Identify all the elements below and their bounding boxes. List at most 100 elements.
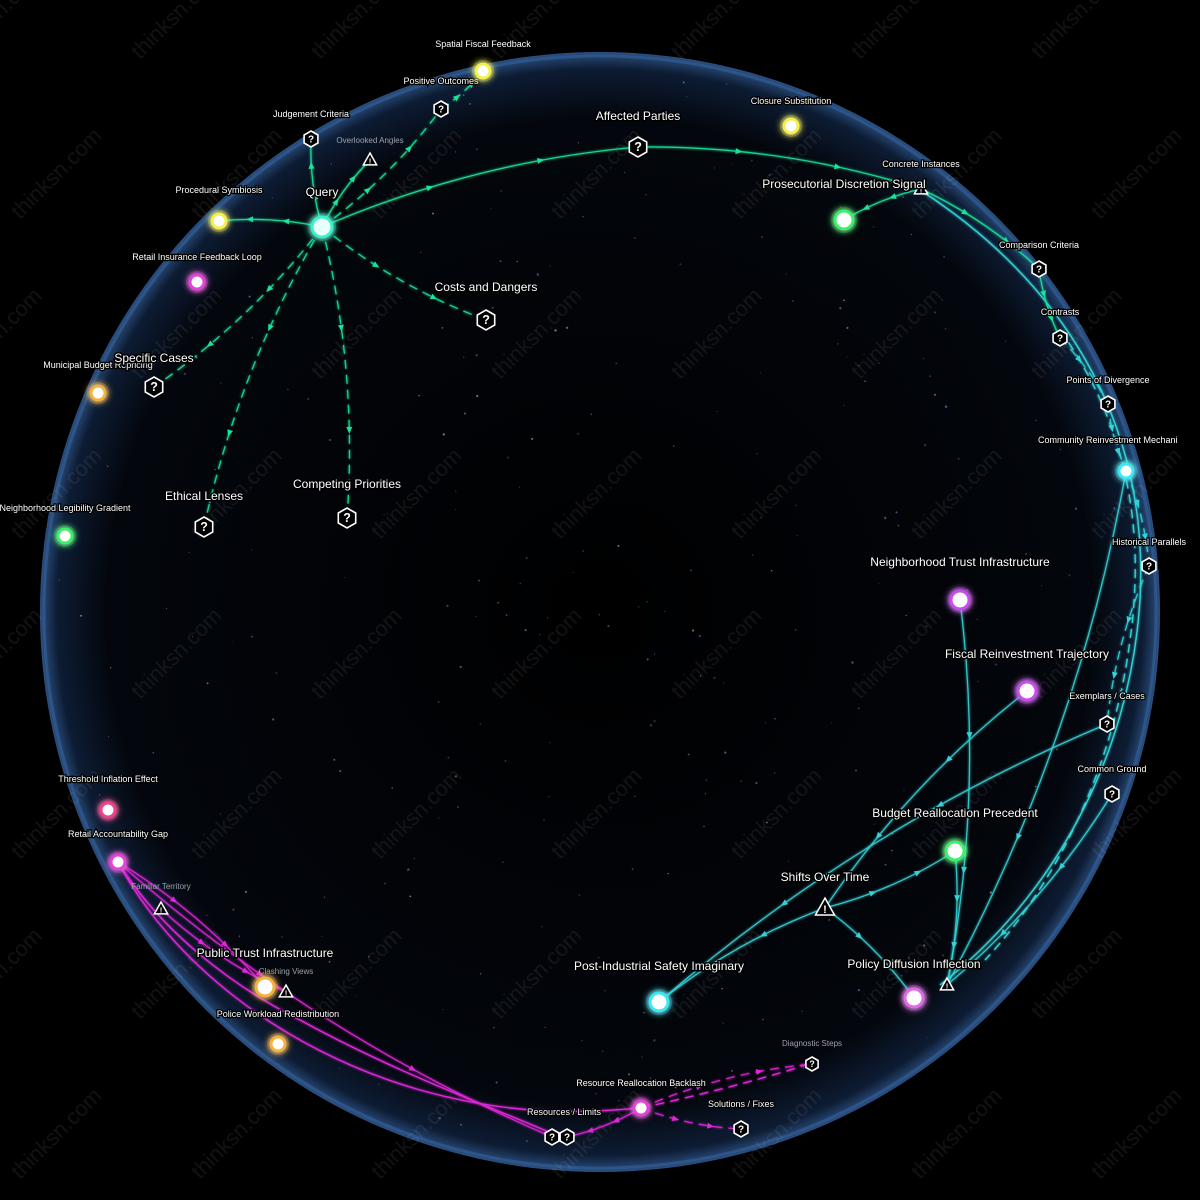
node-competing-priorities[interactable]: ?Competing Priorities [291, 476, 403, 529]
orb-node-icon [949, 589, 971, 611]
edge-arrow-marker [1111, 671, 1118, 680]
edge-neighborhood-trust-infrastructure-to-policy-diffusion-warning [946, 599, 973, 986]
edge-arrow-marker [961, 208, 969, 215]
node-prosecutorial-discretion-signal[interactable]: Prosecutorial Discretion Signal [761, 176, 927, 233]
node-label: Spatial Fiscal Feedback [435, 39, 531, 49]
node-concrete-instances[interactable]: ! Concrete Instances [881, 158, 962, 195]
node-closure-substitution[interactable]: Closure Substitution [749, 95, 833, 137]
svg-text:!: ! [160, 906, 163, 915]
node-spatial-fiscal-feedback[interactable]: Spatial Fiscal Feedback [434, 38, 533, 82]
node-overlooked-angles[interactable]: !Overlooked Angles [336, 136, 404, 166]
node-policy-diffusion-warning[interactable]: ! [939, 976, 955, 991]
boundary-arcs [117, 189, 1142, 1138]
edge-arrow-marker [1126, 616, 1133, 624]
star-dot [367, 955, 370, 958]
question-hexagon-icon: ? [194, 516, 214, 538]
node-police-workload-redistribution[interactable]: Police Workload Redistribution [216, 1008, 340, 1055]
edge-arrow-marker [308, 161, 315, 169]
star-dot [725, 83, 727, 85]
node-judgement-criteria[interactable]: ?Judgement Criteria [272, 108, 350, 148]
node-neighborhood-trust-infrastructure[interactable]: Neighborhood Trust Infrastructure [869, 554, 1052, 613]
star-dot [165, 607, 168, 610]
star-dot [244, 890, 247, 893]
star-dot [851, 661, 854, 664]
star-dot [872, 226, 875, 228]
node-specific-cases[interactable]: ?Specific Cases [113, 350, 195, 398]
star-dot [491, 306, 494, 310]
star-dot [183, 372, 186, 376]
star-dot [366, 140, 368, 142]
node-budget-reallocation-precedent[interactable]: Budget Reallocation Precedent [871, 805, 1040, 864]
edge-arrow-marker [227, 429, 234, 437]
edge-arrow-marker [702, 964, 710, 971]
node-public-trust-infrastructure[interactable]: Public Trust Infrastructure [195, 945, 335, 1000]
node-policy-diffusion-inflection[interactable]: Policy Diffusion Inflection [846, 956, 982, 1011]
watermark-text: thinksn.com [906, 1083, 1007, 1184]
star-dot [536, 273, 539, 276]
star-dot [219, 813, 222, 815]
svg-text:?: ? [1057, 333, 1063, 344]
star-dot [828, 919, 830, 921]
node-fiscal-reinvestment-trajectory[interactable]: Fiscal Reinvestment Trajectory [943, 646, 1111, 704]
node-contrasts[interactable]: ?Contrasts [1039, 306, 1081, 347]
edge-fiscal-reinvestment-trajectory-to-shifts-over-time [824, 690, 1028, 909]
star-dot [505, 614, 508, 616]
node-label: Historical Parallels [1112, 537, 1187, 547]
node-threshold-inflation-effect[interactable]: Threshold Inflation Effect [57, 773, 159, 821]
node-solutions-fixes[interactable]: ?Solutions / Fixes [707, 1098, 776, 1138]
node-resources-limits-2[interactable]: ? [559, 1128, 575, 1146]
node-resource-reallocation-backlash[interactable]: Resource Reallocation Backlash [575, 1077, 707, 1119]
orb-node-icon [210, 212, 228, 230]
node-positive-outcomes[interactable]: ?Positive Outcomes [402, 75, 480, 118]
warning-triangle-icon: ! [913, 180, 929, 195]
node-retail-accountability-gap[interactable]: Retail Accountability Gap [67, 828, 169, 873]
node-community-reinvestment-mechanism[interactable]: Community Reinvestment Mechani [1037, 434, 1179, 482]
edge-arrow-marker [780, 899, 789, 906]
node-affected-parties[interactable]: ?Affected Parties [594, 108, 682, 158]
edge-arrow-marker [1141, 533, 1148, 541]
node-ethical-lenses[interactable]: ?Ethical Lenses [163, 488, 245, 538]
node-municipal-budget-repricing[interactable]: Municipal Budget Repricing [42, 359, 154, 404]
star-dot [760, 516, 762, 519]
node-clashing-views[interactable]: !Clashing Views [259, 967, 314, 998]
node-procedural-symbiosis[interactable]: Procedural Symbiosis [174, 184, 264, 232]
star-dot [971, 811, 974, 814]
edge-arrow-marker [282, 218, 290, 225]
star-dot [206, 682, 209, 685]
query-node[interactable]: Query [304, 184, 340, 241]
star-dot [989, 891, 992, 894]
node-points-of-divergence[interactable]: ?Points of Divergence [1065, 374, 1151, 413]
star-dot [572, 571, 574, 574]
node-post-industrial-safety-imaginary[interactable]: Post-Industrial Safety Imaginary [572, 958, 746, 1015]
node-common-ground[interactable]: ?Common Ground [1076, 763, 1148, 803]
star-dot [454, 775, 457, 778]
node-costs-and-dangers[interactable]: ?Costs and Dangers [433, 279, 539, 331]
node-familiar-territory[interactable]: !Familiar Territory [131, 882, 191, 915]
orb-node-icon [89, 384, 107, 402]
edge-arrow-marker [1040, 290, 1046, 298]
star-dot [704, 792, 707, 795]
edge-arrow-marker [169, 896, 178, 903]
node-retail-insurance-feedback-loop[interactable]: Retail Insurance Feedback Loop [131, 251, 263, 293]
star-dot [703, 825, 705, 828]
star-dot [770, 569, 773, 572]
star-dot [287, 388, 289, 391]
star-dot [689, 569, 693, 572]
node-label: Fiscal Reinvestment Trajectory [945, 647, 1109, 661]
node-comparison-criteria[interactable]: ?Comparison Criteria [998, 239, 1080, 278]
edge-query-to-specific-cases [153, 226, 323, 388]
node-exemplars-cases[interactable]: ?Exemplars / Cases [1068, 690, 1147, 733]
orb-node-icon [1016, 680, 1038, 702]
node-neighborhood-legibility-gradient[interactable]: Neighborhood Legibility Gradient [0, 502, 132, 547]
node-historical-parallels[interactable]: ?Historical Parallels [1111, 536, 1188, 575]
star-dot [933, 393, 937, 396]
node-diagnostic-steps[interactable]: ?Diagnostic Steps [782, 1039, 842, 1072]
star-dot [857, 707, 860, 710]
edge-retail-accountability-gap-to-public-trust-infrastructure [117, 861, 266, 988]
star-dot [409, 895, 412, 898]
node-resources-limits[interactable]: ?Resources / Limits [526, 1106, 603, 1146]
node-shifts-over-time[interactable]: !Shifts Over Time [779, 869, 871, 917]
star-dot [248, 295, 251, 298]
node-label: Concrete Instances [882, 159, 960, 169]
